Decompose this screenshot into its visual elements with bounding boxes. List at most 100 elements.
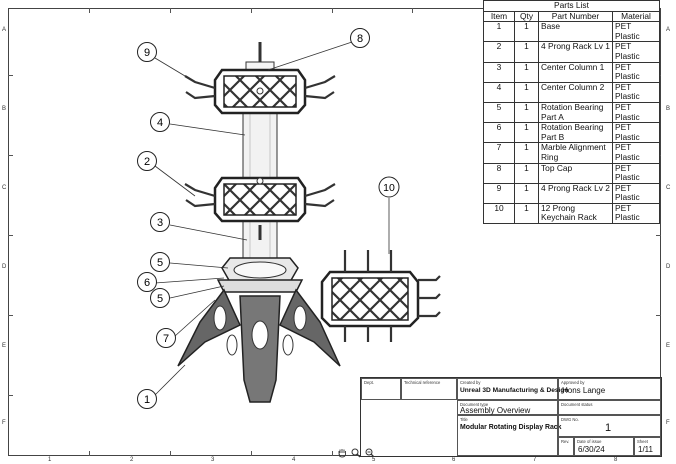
cell-item: 3 <box>483 61 515 83</box>
zone-row-label: C <box>666 185 671 191</box>
cell-material: PET Plastic <box>612 202 660 225</box>
cell-item: 1 <box>483 21 515 43</box>
cell-qty: 1 <box>514 162 539 184</box>
title-cell: Title Modular Rotating Display Rack <box>457 415 562 456</box>
frame-tick <box>8 315 13 316</box>
frame-tick <box>170 451 171 456</box>
frame-tick <box>656 315 661 316</box>
hand-icon[interactable] <box>336 448 347 459</box>
zone-col-label: 2 <box>130 457 134 463</box>
zone-col-label: 4 <box>292 457 296 463</box>
column-header: Item <box>483 10 515 23</box>
cell-part: Center Column 1 <box>538 61 613 83</box>
svg-text:4: 4 <box>157 117 163 129</box>
cell-part: Rotation Bearing Part A <box>538 101 613 124</box>
callout-balloon: 10 <box>378 176 400 198</box>
callout-balloon: 7 <box>156 328 176 348</box>
svg-text:1: 1 <box>144 394 150 406</box>
cell-material: PET Plastic <box>612 21 660 43</box>
cell-qty: 1 <box>514 61 539 83</box>
viewer-toolbar <box>336 446 375 460</box>
svg-text:5: 5 <box>157 293 163 305</box>
sheet-cell: Sheet 1/11 <box>634 437 661 456</box>
doc-type-value: Assembly Overview <box>460 406 531 415</box>
frame-tick <box>8 395 13 396</box>
rotation-bearing <box>216 257 304 293</box>
cell-item: 8 <box>483 162 515 184</box>
frame-tick <box>251 8 252 13</box>
frame-tick <box>170 8 171 13</box>
parts-list-header-row: Item Qty Part Number Material <box>483 10 660 23</box>
cell-part: Base <box>538 21 613 43</box>
doc-status-cell: Document status <box>558 400 661 415</box>
frame-tick <box>89 8 90 13</box>
cell-material: PET Plastic <box>612 142 660 164</box>
keychain-rack <box>320 250 441 342</box>
cell-item: 5 <box>483 101 515 124</box>
zone-col-label: 3 <box>211 457 215 463</box>
cell-part: 4 Prong Rack Lv 2 <box>538 182 613 204</box>
created-by-cell: Created by Unreal 3D Manufacturing & Des… <box>457 378 568 400</box>
svg-text:5: 5 <box>157 257 163 269</box>
cell-item: 4 <box>483 81 515 103</box>
cell-part: 12 Prong Keychain Rack <box>538 202 613 225</box>
frame-tick <box>251 451 252 456</box>
svg-text:2: 2 <box>144 156 150 168</box>
frame-top <box>8 8 661 9</box>
parts-list-title: Parts List <box>483 0 660 12</box>
svg-text:7: 7 <box>163 333 169 345</box>
zone-col-label: 7 <box>533 457 537 463</box>
cell-material: PET Plastic <box>612 41 660 63</box>
svg-text:8: 8 <box>357 33 363 45</box>
cell-material: PET Plastic <box>612 101 660 124</box>
zone-row-label: F <box>2 420 6 426</box>
cell-item: 10 <box>483 202 515 225</box>
zone-row-label: A <box>666 27 671 33</box>
callout-balloon: 1 <box>137 389 157 409</box>
cell-qty: 1 <box>514 21 539 43</box>
callout-balloon: 2 <box>137 151 157 171</box>
svg-text:9: 9 <box>144 47 150 59</box>
callout-balloon: 3 <box>150 212 170 232</box>
callout-balloon: 6 <box>137 272 157 292</box>
parts-list-title-row: Parts List <box>483 0 660 12</box>
svg-text:6: 6 <box>144 277 150 289</box>
date-cell: Date of issue 6/30/24 <box>574 437 634 456</box>
frame-tick <box>412 8 413 13</box>
date-value: 6/30/24 <box>578 445 605 454</box>
zoom-out-icon[interactable] <box>364 448 375 459</box>
zone-row-label: D <box>666 264 671 270</box>
sheet-value: 1/11 <box>638 445 653 454</box>
dwg-no-cell: DWG No. 1 <box>558 415 661 437</box>
zoom-icon[interactable] <box>350 448 361 459</box>
frame-bottom <box>8 455 661 456</box>
cell-item: 6 <box>483 122 515 144</box>
cell-item: 7 <box>483 142 515 164</box>
top-rack <box>184 68 336 115</box>
cell-material: PET Plastic <box>612 122 660 144</box>
cell-item: 2 <box>483 41 515 63</box>
frame-right <box>660 8 661 456</box>
cell-qty: 1 <box>514 41 539 63</box>
cell-item: 9 <box>483 182 515 204</box>
doc-type-cell: Document type Assembly Overview <box>457 400 558 415</box>
dwg-no-value: 1 <box>605 422 612 434</box>
zone-row-label: F <box>666 420 670 426</box>
drawing-title: Modular Rotating Display Rack <box>460 424 562 431</box>
created-by-value: Unreal 3D Manufacturing & Design <box>460 387 569 394</box>
tech-ref-cell: Technical reference <box>401 378 457 400</box>
callout-balloon: 5 <box>150 252 170 272</box>
frame-tick <box>89 451 90 456</box>
frame-tick <box>332 8 333 13</box>
cell-part: 4 Prong Rack Lv 1 <box>538 41 613 63</box>
cell-qty: 1 <box>514 122 539 144</box>
cell-qty: 1 <box>514 142 539 164</box>
zone-row-label: B <box>2 106 7 112</box>
cell-qty: 1 <box>514 81 539 103</box>
zone-col-label: 6 <box>452 457 456 463</box>
zone-row-label: D <box>2 264 7 270</box>
